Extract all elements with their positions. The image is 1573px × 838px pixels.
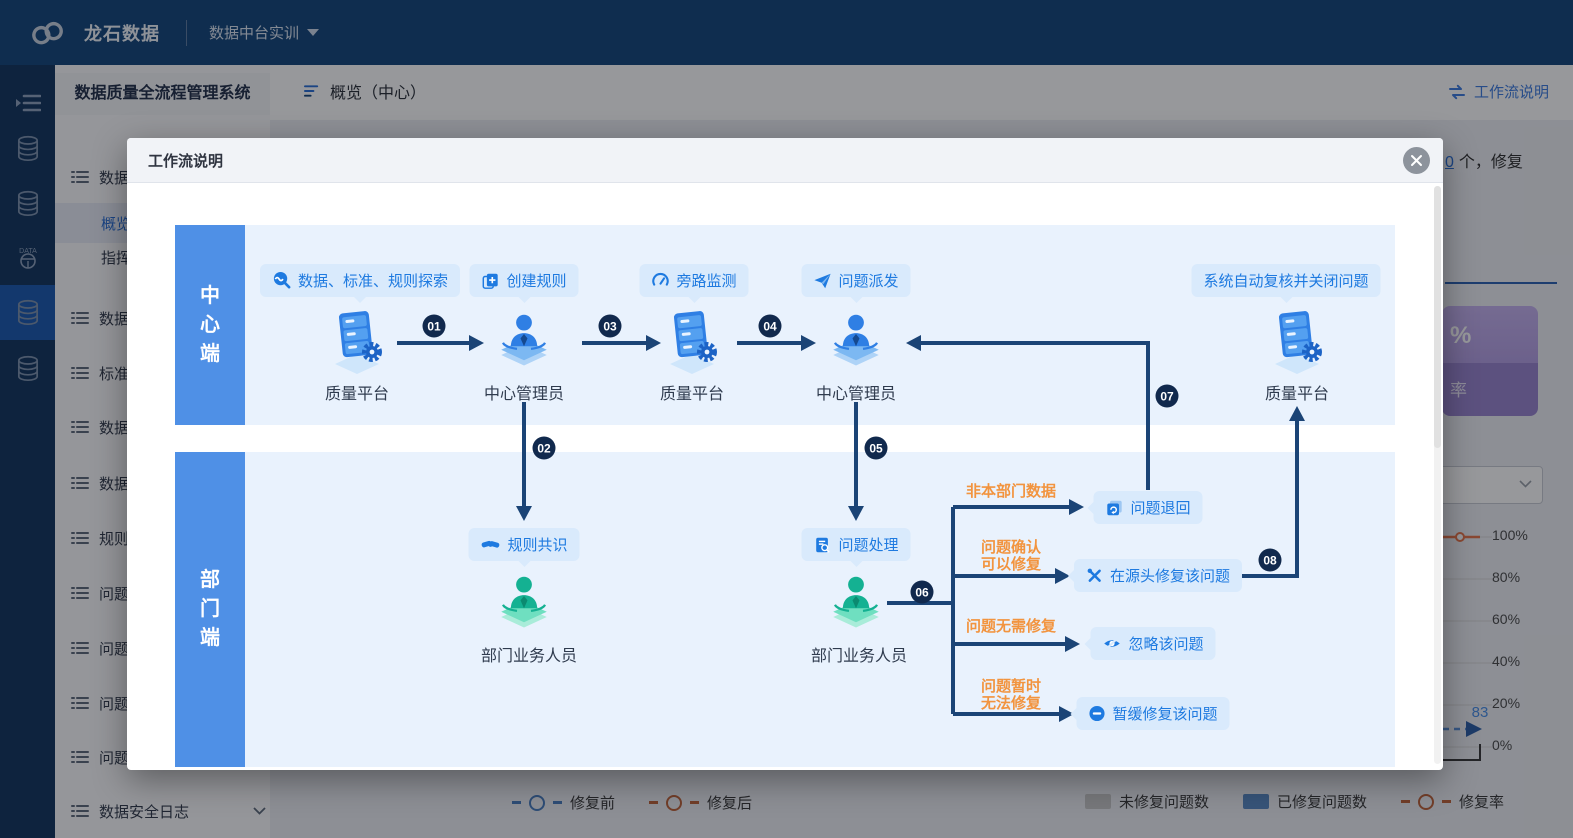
server-icon [664,310,720,374]
branch-condition-4: 问题暂时 无法修复 [981,678,1041,713]
branch-action-ignore: 忽略该问题 [1090,627,1215,660]
branch-condition-3: 问题无需修复 [966,618,1056,635]
step-badge-06: 06 [911,581,934,604]
person-green-icon [496,572,552,634]
docs-return-icon [1105,499,1123,517]
bubble-issue-handle: 问题处理 [801,528,910,561]
step-badge-01: 01 [423,315,446,338]
server-icon [329,310,385,374]
node-quality-platform-3: 质量平台 [1265,380,1329,404]
paper-plane-icon [813,272,831,290]
plus-square-icon [481,272,499,290]
server-icon [1269,310,1325,374]
step-badge-05: 05 [865,437,888,460]
branch-action-return: 问题退回 [1093,491,1202,524]
step-badge-03: 03 [599,315,622,338]
bubble-explore: 数据、标准、规则探索 [260,264,460,297]
gauge-icon [651,272,669,290]
step-badge-02: 02 [533,437,556,460]
bubble-auto-review: 系统自动复核并关闭问题 [1191,264,1380,297]
node-center-admin-2: 中心管理员 [816,380,896,404]
node-center-admin-1: 中心管理员 [484,380,564,404]
close-icon [1410,154,1423,167]
modal-header: 工作流说明 [127,138,1443,183]
tools-icon [1086,567,1103,584]
bubble-issue-dispatch: 问题派发 [801,264,910,297]
modal-title: 工作流说明 [148,150,223,171]
bubble-create-rule: 创建规则 [469,264,578,297]
workflow-modal: 工作流说明 中 心 端 部 门 端 [127,138,1443,770]
document-search-icon [813,536,831,554]
person-green-icon [828,572,884,634]
modal-scrollbar [1434,186,1441,764]
branch-condition-2: 问题确认 可以修复 [981,539,1041,574]
step-badge-08: 08 [1259,549,1282,572]
minus-circle-icon [1088,705,1105,722]
bubble-rule-consensus: 规则共识 [468,528,579,561]
modal-scrollbar-thumb[interactable] [1434,186,1441,448]
node-quality-platform-2: 质量平台 [660,380,724,404]
eye-off-icon [1102,636,1121,651]
person-icon [496,310,552,372]
branch-action-postpone: 暂缓修复该问题 [1076,697,1229,730]
step-badge-07: 07 [1156,385,1179,408]
branch-action-fix-source: 在源头修复该问题 [1074,559,1242,592]
branch-condition-1: 非本部门数据 [966,483,1056,500]
bubble-bypass-monitor: 旁路监测 [639,264,748,297]
node-quality-platform-1: 质量平台 [325,380,389,404]
wave-search-icon [272,271,291,290]
node-dept-user-2: 部门业务人员 [811,642,907,666]
handshake-icon [480,537,500,552]
node-dept-user-1: 部门业务人员 [481,642,577,666]
step-badge-04: 04 [759,315,782,338]
lane-dept-label: 部 门 端 [175,452,245,767]
lane-center-label: 中 心 端 [175,225,245,425]
modal-close-button[interactable] [1403,147,1430,174]
person-icon [828,310,884,372]
